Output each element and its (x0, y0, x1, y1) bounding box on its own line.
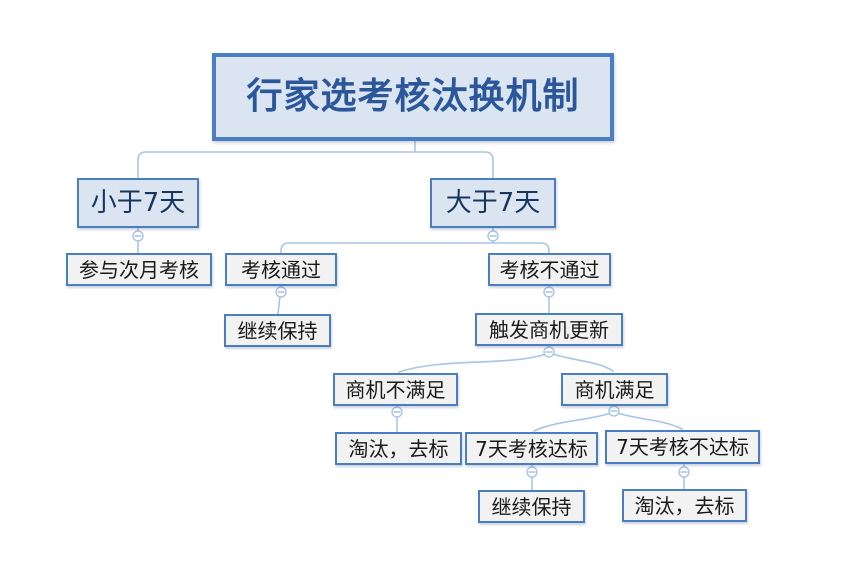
node-7day-pass[interactable]: 7天考核达标 (465, 432, 598, 465)
connector-more7-fork (280, 227, 550, 254)
node-label: 触发商机更新 (489, 317, 609, 342)
node-label: 7天考核达标 (475, 436, 588, 461)
node-label: 继续保持 (237, 318, 318, 343)
collapse-button-oppmet[interactable] (608, 405, 620, 417)
node-title-label: 行家选考核汰换机制 (246, 76, 580, 117)
node-label: 考核不通过 (499, 257, 600, 282)
node-label: 继续保持 (491, 494, 572, 519)
node-opportunity-met[interactable]: 商机满足 (561, 373, 668, 406)
collapse-button-7dayfail[interactable] (678, 466, 690, 478)
connector-root-fork (137, 140, 494, 179)
node-label: 大于7天 (445, 188, 541, 218)
node-assessment-fail[interactable]: 考核不通过 (488, 253, 611, 286)
node-label: 商机满足 (574, 377, 655, 402)
collapse-button-more7[interactable] (487, 230, 499, 242)
collapse-button-oppnotmet[interactable] (391, 406, 403, 418)
connector-trigger-fork (398, 345, 614, 373)
node-keep-status-2[interactable]: 继续保持 (478, 490, 585, 523)
collapse-button-less7[interactable] (132, 230, 144, 242)
node-label: 考核通过 (241, 257, 321, 282)
node-label: 淘汰，去标 (634, 493, 735, 518)
node-label: 淘汰，去标 (348, 436, 449, 461)
node-label: 7天考核不达标 (616, 435, 749, 459)
node-assessment-pass[interactable]: 考核通过 (225, 253, 337, 286)
node-more-than-7-days[interactable]: 大于7天 (430, 178, 556, 228)
node-label: 商机不满足 (345, 377, 446, 402)
node-opportunity-not-met[interactable]: 商机不满足 (333, 373, 458, 406)
node-eliminate-1[interactable]: 淘汰，去标 (335, 432, 462, 465)
node-label: 参与次月考核 (79, 257, 199, 282)
collapse-button-fail[interactable] (543, 286, 555, 298)
node-title[interactable]: 行家选考核汰换机制 (212, 53, 614, 141)
collapse-button-trigger[interactable] (543, 346, 555, 358)
node-eliminate-2[interactable]: 淘汰，去标 (622, 489, 747, 522)
node-trigger-opportunity-update[interactable]: 触发商机更新 (475, 313, 623, 346)
collapse-button-7daypass[interactable] (526, 466, 538, 478)
connector-oppmet-fork (533, 404, 683, 432)
node-less-than-7-days[interactable]: 小于7天 (77, 178, 199, 228)
collapse-button-pass[interactable] (275, 286, 287, 298)
node-7day-fail[interactable]: 7天考核不达标 (605, 430, 760, 464)
node-keep-status-1[interactable]: 继续保持 (224, 314, 331, 347)
node-next-month-assessment[interactable]: 参与次月考核 (66, 253, 212, 286)
node-label: 小于7天 (90, 188, 186, 218)
